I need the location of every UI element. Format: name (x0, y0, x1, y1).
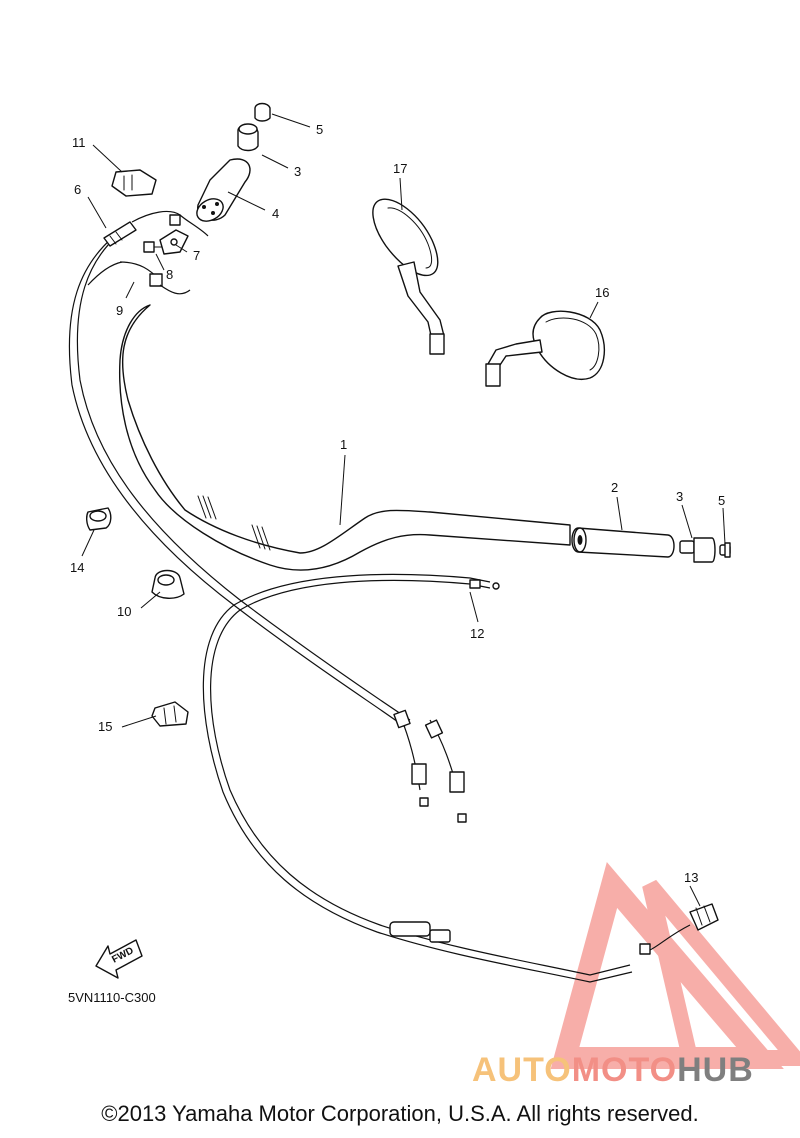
callout-15: 15 (98, 719, 112, 734)
throttle-cable-ends (393, 709, 467, 823)
screw-part-top (254, 102, 271, 122)
mirror-part-16 (485, 310, 606, 387)
watermark-word-hub: HUB (677, 1051, 754, 1089)
callout-6: 6 (74, 182, 81, 197)
grip-end-part-top (237, 123, 259, 152)
clamp-part (111, 169, 157, 197)
callout-13: 13 (684, 870, 698, 885)
bolt-part (143, 241, 163, 253)
callout-8: 8 (166, 267, 173, 282)
watermark-logo-text: AUTOMOTOHUB (472, 1053, 754, 1087)
callout-9: 9 (116, 303, 123, 318)
callout-4: 4 (272, 206, 279, 221)
callout-10: 10 (117, 604, 131, 619)
clutch-cable-12 (202, 573, 633, 983)
watermark-word-moto: MOTO (571, 1051, 678, 1089)
callout-1: 1 (340, 437, 347, 452)
grip-tube-part (571, 527, 675, 558)
callout-11: 11 (72, 135, 86, 150)
callout-5-top: 5 (316, 122, 323, 137)
throttle-grip-part (196, 158, 251, 222)
clip-part-10 (151, 569, 185, 599)
clip-part-14 (85, 507, 112, 531)
callout-3-right: 3 (676, 489, 683, 504)
leader-lines (81, 113, 726, 907)
grip-end-part-right (679, 537, 716, 563)
throttle-cable-9 (87, 261, 191, 295)
forward-arrow-icon: FWD (95, 939, 143, 979)
clutch-switch-part (639, 903, 719, 955)
callout-14: 14 (70, 560, 84, 575)
handlebar-part (118, 304, 571, 571)
watermark-word-auto: AUTO (472, 1051, 572, 1089)
watermark-logo-triangle (550, 862, 800, 1069)
callout-2: 2 (611, 480, 618, 495)
callout-3-top: 3 (294, 164, 301, 179)
callout-17: 17 (393, 161, 407, 176)
catalog-code: 5VN1110-C300 (68, 990, 156, 1005)
copyright-notice: ©2013 Yamaha Motor Corporation, U.S.A. A… (101, 1101, 699, 1126)
callout-16: 16 (595, 285, 609, 300)
callout-7: 7 (193, 248, 200, 263)
holder-part-15 (151, 701, 189, 727)
callout-5-right: 5 (718, 493, 725, 508)
screw-part-right (719, 542, 731, 558)
throttle-cable-6 (68, 210, 411, 728)
callout-12: 12 (470, 626, 484, 641)
mirror-part-17 (372, 198, 445, 355)
